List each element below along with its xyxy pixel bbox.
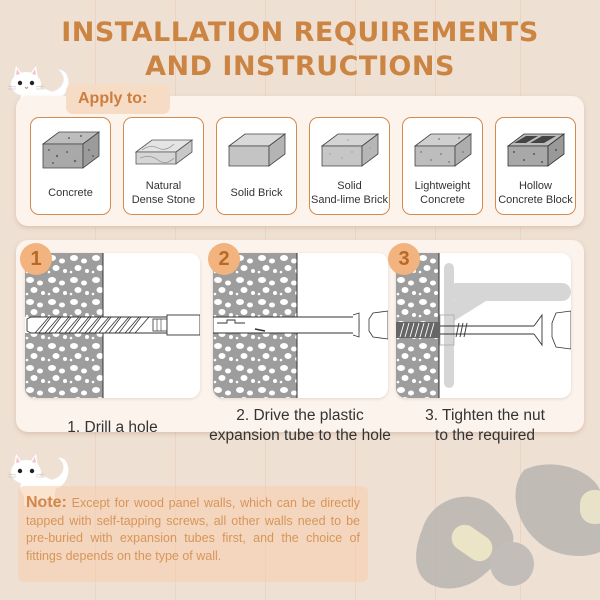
sand-lime-brick-icon — [320, 133, 379, 167]
material-label: Natural Dense Stone — [131, 180, 196, 206]
brick-block-icon — [227, 133, 286, 167]
step-3-caption: 3. Tighten the nut to the required — [425, 407, 545, 444]
step-1-badge: 1 — [20, 243, 52, 275]
material-label: Solid Brick — [230, 187, 283, 199]
title-line-2: AND INSTRUCTIONS — [145, 51, 455, 82]
screw-tightened-bracket-icon — [396, 253, 571, 398]
material-label: Hollow Concrete Block — [498, 180, 573, 206]
material-label: Lightweight Concrete — [414, 180, 471, 206]
note-text: Except for wood panel walls, which can b… — [26, 496, 360, 563]
material-card-solid-brick: Solid Brick — [216, 117, 297, 215]
concrete-block-icon — [41, 131, 100, 169]
step-2-illustration — [213, 253, 388, 398]
material-label: Concrete — [48, 187, 93, 199]
material-card-hollow-concrete-block: Hollow Concrete Block — [495, 117, 576, 215]
step-1-caption: 1. Drill a hole — [67, 419, 158, 436]
material-card-solid-sand-lime-brick: Solid Sand-lime Brick — [309, 117, 390, 215]
step-1-illustration — [25, 253, 200, 398]
materials-list: Concrete Natural Dense Stone Solid Brick… — [30, 117, 576, 215]
material-label: Solid Sand-lime Brick — [310, 180, 389, 206]
step-3-illustration — [396, 253, 571, 398]
step-2-caption: 2. Drive the plastic expansion tube to t… — [209, 407, 391, 444]
material-card-concrete: Concrete — [30, 117, 111, 215]
material-card-lightweight-concrete: Lightweight Concrete — [402, 117, 483, 215]
note-label: Note: — [26, 494, 67, 511]
title-line-1: INSTALLATION REQUIREMENTS — [61, 17, 539, 48]
plush-toy-decoration-icon — [416, 464, 600, 589]
apply-to-label: Apply to: — [66, 84, 170, 114]
step-2-badge: 2 — [208, 243, 240, 275]
step-3-badge: 3 — [388, 243, 420, 275]
lightweight-concrete-icon — [413, 133, 472, 167]
note-box: Note: Except for wood panel walls, which… — [18, 486, 368, 582]
material-card-natural-dense-stone: Natural Dense Stone — [123, 117, 204, 215]
stone-block-icon — [134, 139, 193, 165]
drill-bit-in-wall-icon — [25, 253, 200, 398]
expansion-tube-in-wall-icon — [213, 253, 388, 398]
page-title: INSTALLATION REQUIREMENTS AND INSTRUCTIO… — [0, 16, 600, 84]
hollow-block-icon — [506, 133, 565, 167]
